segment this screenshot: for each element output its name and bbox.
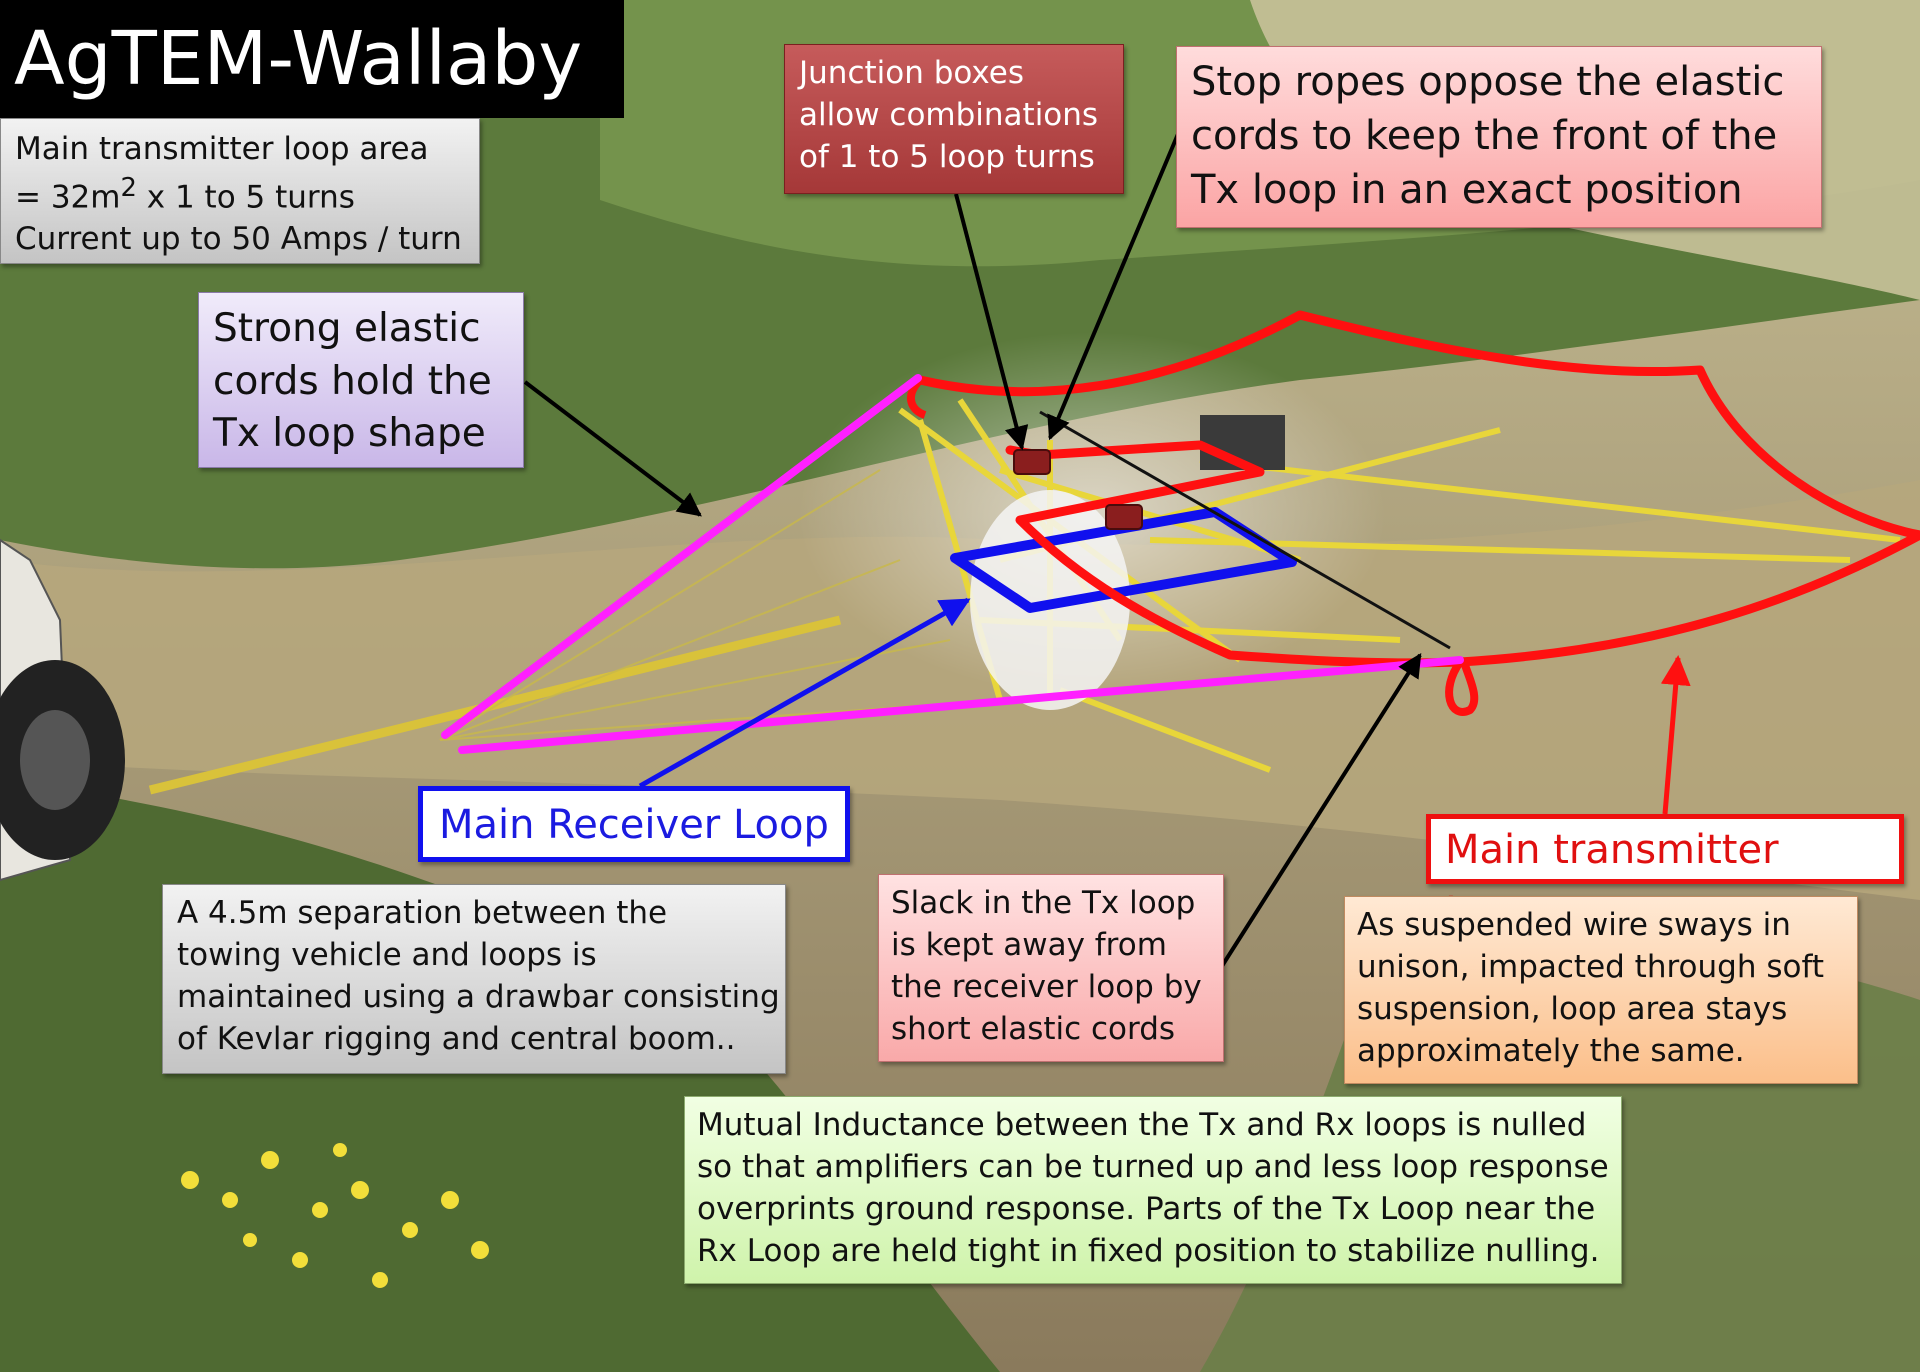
transmitter-spec-box: Main transmitter loop area = 32m2 x 1 to… [0,118,480,264]
junction-box-1 [1013,449,1051,475]
arrow-elastic-cords [523,380,702,517]
spec-loop-area-label: Main transmitter loop area [15,131,429,167]
slack-callout: Slack in the Tx loop is kept away from t… [878,874,1224,1062]
sway-callout: As suspended wire sways in unison, impac… [1344,896,1858,1084]
drawbar-boom [148,615,842,795]
main-transmitter-loop-label: Main transmitter Loop [1426,814,1904,935]
separation-callout: A 4.5m separation between the towing veh… [162,884,786,1074]
arrow-receiver-loop [638,597,971,789]
stop-ropes-callout: Stop ropes oppose the elastic cords to k… [1176,46,1822,228]
towing-vehicle [0,538,125,882]
elastic-cords-callout: Strong elastic cords hold the Tx loop sh… [198,292,524,468]
arrow-slack [1220,652,1422,968]
arrow-junction-boxes [954,193,1029,451]
junction-boxes-callout: Junction boxes allow combinations of 1 t… [784,44,1124,194]
junction-box-2 [1105,504,1143,530]
spec-current: Current up to 50 Amps / turn [15,221,462,258]
elastic-cords [441,374,1464,754]
stop-rope [1039,410,1451,650]
diagram-title: AgTEM-Wallaby [0,0,624,118]
spec-area-turns: = 32m2 x 1 to 5 turns [15,172,355,216]
arrow-transmitter-loop [1660,655,1691,815]
main-receiver-loop-label: Main Receiver Loop [418,786,850,862]
arrow-stop-ropes [1047,133,1180,441]
mutual-inductance-callout: Mutual Inductance between the Tx and Rx … [684,1096,1622,1284]
transmitter-loop-slack [1445,659,1479,716]
yellow-flowers [181,1143,489,1288]
